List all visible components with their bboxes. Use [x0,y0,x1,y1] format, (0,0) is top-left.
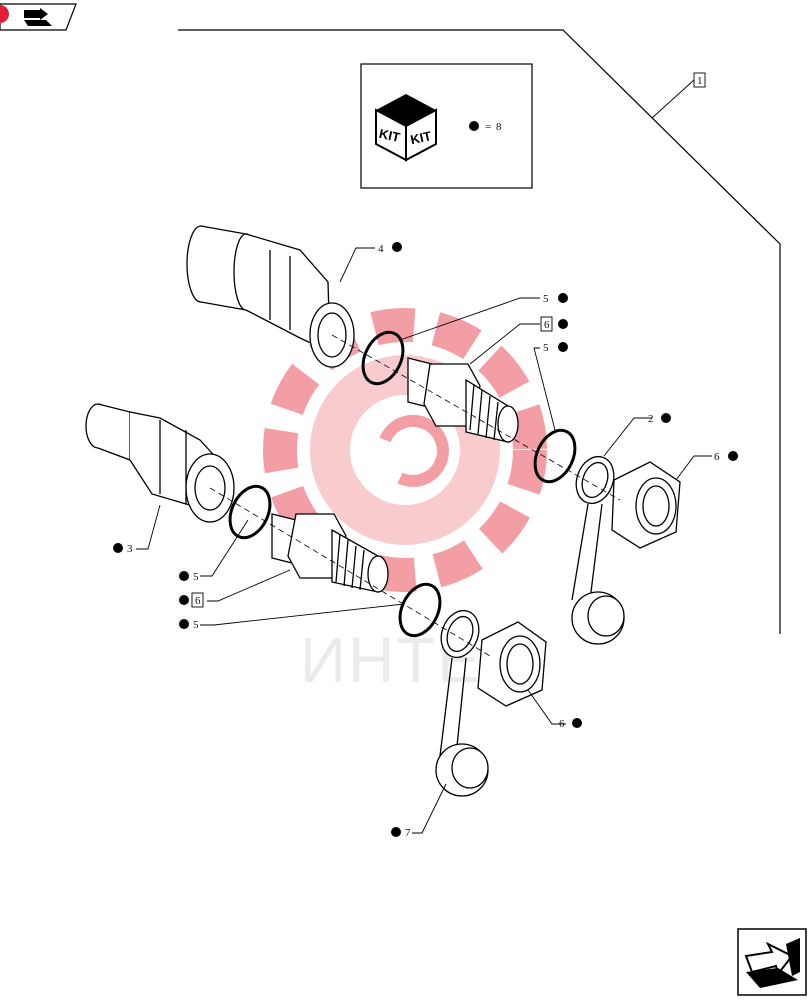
callout-6-upper-boxed: 6 [540,316,568,332]
part-5-o-ring-lower-left [228,484,272,540]
assembly-axis-lines [209,334,621,657]
corner-badge [0,5,9,23]
kit-value: 8 [496,121,502,133]
part-6-nut-lower [477,621,547,707]
callout-5-lower-b: 5 [179,619,199,631]
callout-5-upper-a: 5 [543,293,568,305]
part-4-coupler-upper [186,225,355,368]
svg-text:5: 5 [193,619,199,631]
part-6-adapter-lower [271,513,389,593]
svg-text:6: 6 [559,718,565,730]
callout-4: 4 [378,242,402,255]
callout-1: 1 [693,72,706,88]
kit-box-icon: KIT KIT [375,94,437,162]
svg-text:2: 2 [648,413,654,425]
kit-dot-marker [469,121,479,131]
svg-text:3: 3 [127,543,133,555]
callout-5-lower-a: 5 [179,571,199,583]
callout-5-upper-b: 5 [543,342,568,354]
part-6-nut-upper [611,461,681,549]
svg-text:5: 5 [543,293,549,305]
kit-equals: = [485,121,491,133]
svg-text:5: 5 [543,342,549,354]
previous-page-icon[interactable] [24,8,52,26]
assembly-bracket-line [178,29,781,634]
part-7-dust-cap-lower [435,609,489,797]
svg-text:6: 6 [714,451,720,463]
leader-lines [136,79,712,834]
callout-6-lower-boxed: 6 [179,592,204,608]
callout-7: 7 [391,827,411,839]
kit-word-left: KIT [378,126,402,145]
svg-text:6: 6 [544,319,550,331]
svg-text:1: 1 [697,75,703,87]
svg-text:5: 5 [193,571,199,583]
svg-text:4: 4 [378,243,384,255]
callout-6-lower-nut: 6 [559,718,582,730]
callout-2: 2 [648,413,671,425]
next-page-icon[interactable] [744,938,800,988]
callout-3: 3 [113,543,133,555]
part-5-o-ring-lower-right [398,582,442,638]
top-nav-tab[interactable] [0,3,77,31]
svg-text:6: 6 [195,595,201,607]
part-3-coupler-lower [85,403,235,523]
kit-legend: KIT KIT = 8 [360,63,533,189]
part-6-adapter-upper [407,357,519,443]
svg-text:7: 7 [405,827,411,839]
callout-6-upper-nut: 6 [714,451,738,463]
part-5-o-ring-upper-right [533,428,577,484]
kit-word-right: KIT [409,128,433,147]
part-2-dust-cap-upper [571,455,625,645]
part-5-o-ring-upper-left [361,330,405,386]
bottom-nav-button[interactable] [737,928,807,996]
